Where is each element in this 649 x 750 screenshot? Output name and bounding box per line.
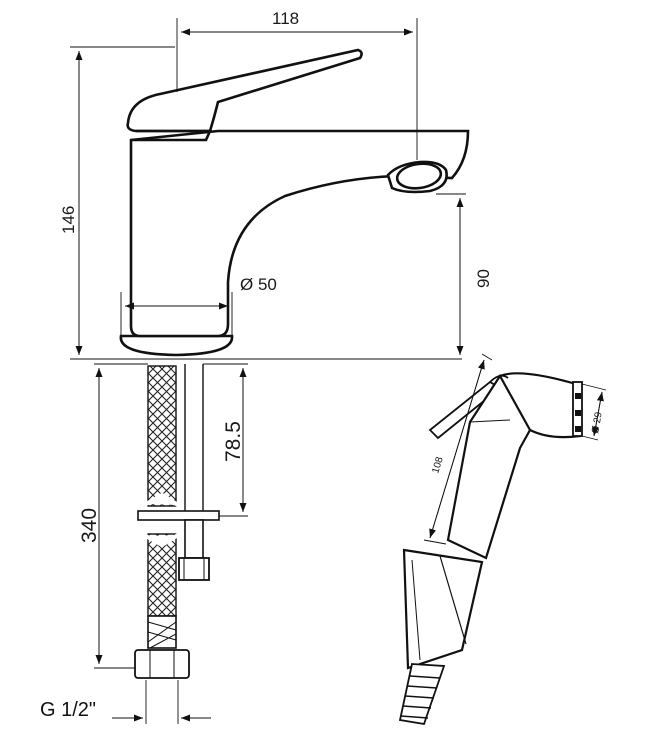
supply-hose — [134, 364, 220, 679]
hand-shower — [398, 372, 583, 726]
spout-reach-label: 118 — [272, 9, 299, 28]
dimension-hose-length: 340 — [78, 363, 148, 669]
dimension-hand-shower-length: 108 — [423, 353, 493, 545]
hand-shower-length-label: 108 — [430, 455, 446, 475]
dimension-base-diameter: Ø 50 — [120, 275, 277, 336]
lever-handle — [126, 48, 363, 133]
connector-length-label: 78.5 — [222, 421, 245, 462]
thread-label: G 1/2" — [40, 699, 96, 721]
base-diameter-label: Ø 50 — [240, 275, 277, 294]
dimension-total-height: 146 — [59, 46, 462, 360]
dimension-hand-shower-diameter: Ø 29 — [581, 383, 607, 441]
dimension-connector-length: 78.5 — [203, 363, 248, 517]
spout-height-label: 90 — [474, 269, 493, 288]
dimension-spout-height: 90 — [436, 193, 493, 355]
hose-length-label: 340 — [78, 508, 101, 543]
dimension-thread: G 1/2" — [40, 680, 211, 724]
dimension-spout-reach: 118 — [176, 9, 418, 160]
hand-shower-diameter-label: Ø 29 — [590, 411, 605, 435]
faucet-body — [119, 48, 470, 357]
faucet-column — [129, 129, 470, 338]
total-height-label: 146 — [59, 206, 78, 234]
faucet-base — [119, 334, 234, 357]
